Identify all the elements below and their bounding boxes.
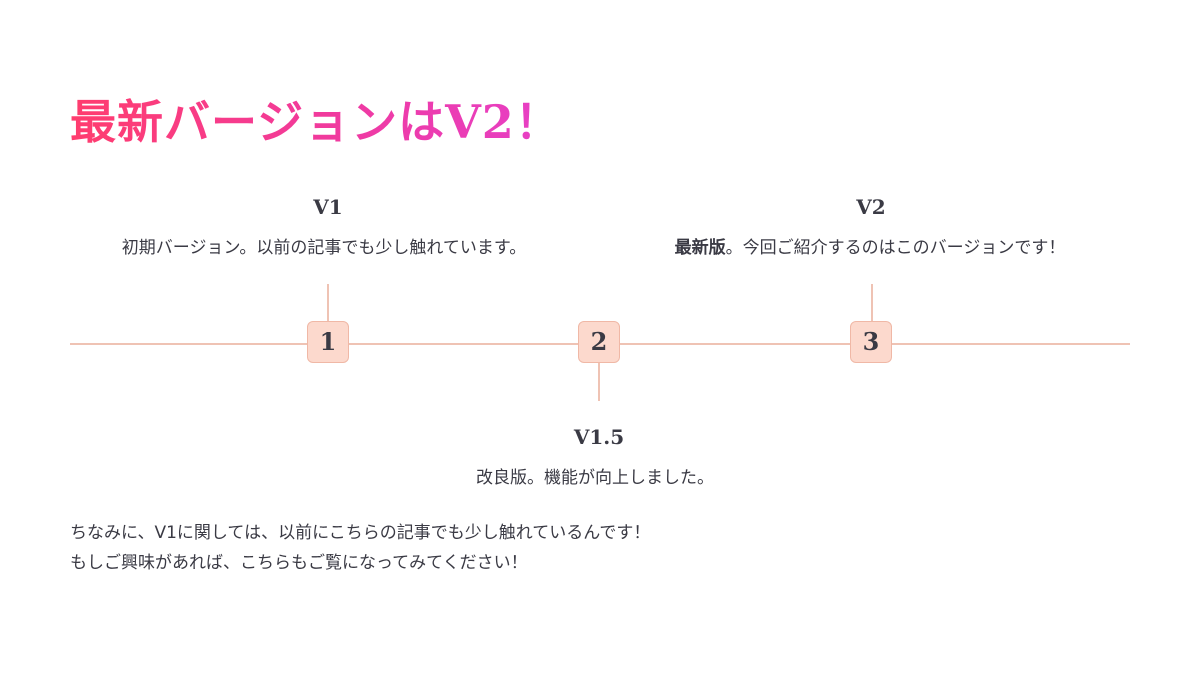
event-description-v2: 最新版。今回ご紹介するのはこのバージョンです！ (590, 235, 1150, 261)
timeline-marker-2: 2 (578, 321, 620, 363)
page-title: 最新バージョンはV2！ (70, 92, 562, 152)
timeline-marker-3: 3 (850, 321, 892, 363)
note-line-2: もしご興味があれば、こちらもご覧になってみてください！ (70, 553, 528, 573)
timeline-marker-1: 1 (307, 321, 349, 363)
event-title-v1: V1 (313, 195, 343, 219)
note-line-1: ちなみに、V1に関しては、以前にこちらの記事でも少し触れているんです！ (70, 523, 651, 543)
connector-line-3 (871, 284, 873, 322)
event-description-v2-bold: 最新版 (674, 238, 726, 258)
event-title-v1-5: V1.5 (573, 425, 625, 449)
event-description-v2-text: 。今回ご紹介するのはこのバージョンです！ (725, 238, 1066, 258)
connector-line-2 (598, 363, 600, 401)
connector-line-1 (327, 284, 329, 322)
event-description-v1: 初期バージョン。以前の記事でも少し触れています。 (121, 238, 527, 258)
event-description-v1-5: 改良版。機能が向上しました。 (476, 468, 714, 488)
event-title-v2: V2 (856, 195, 886, 219)
note-text: ちなみに、V1に関しては、以前にこちらの記事でも少し触れているんです！ もしご興… (70, 518, 650, 578)
